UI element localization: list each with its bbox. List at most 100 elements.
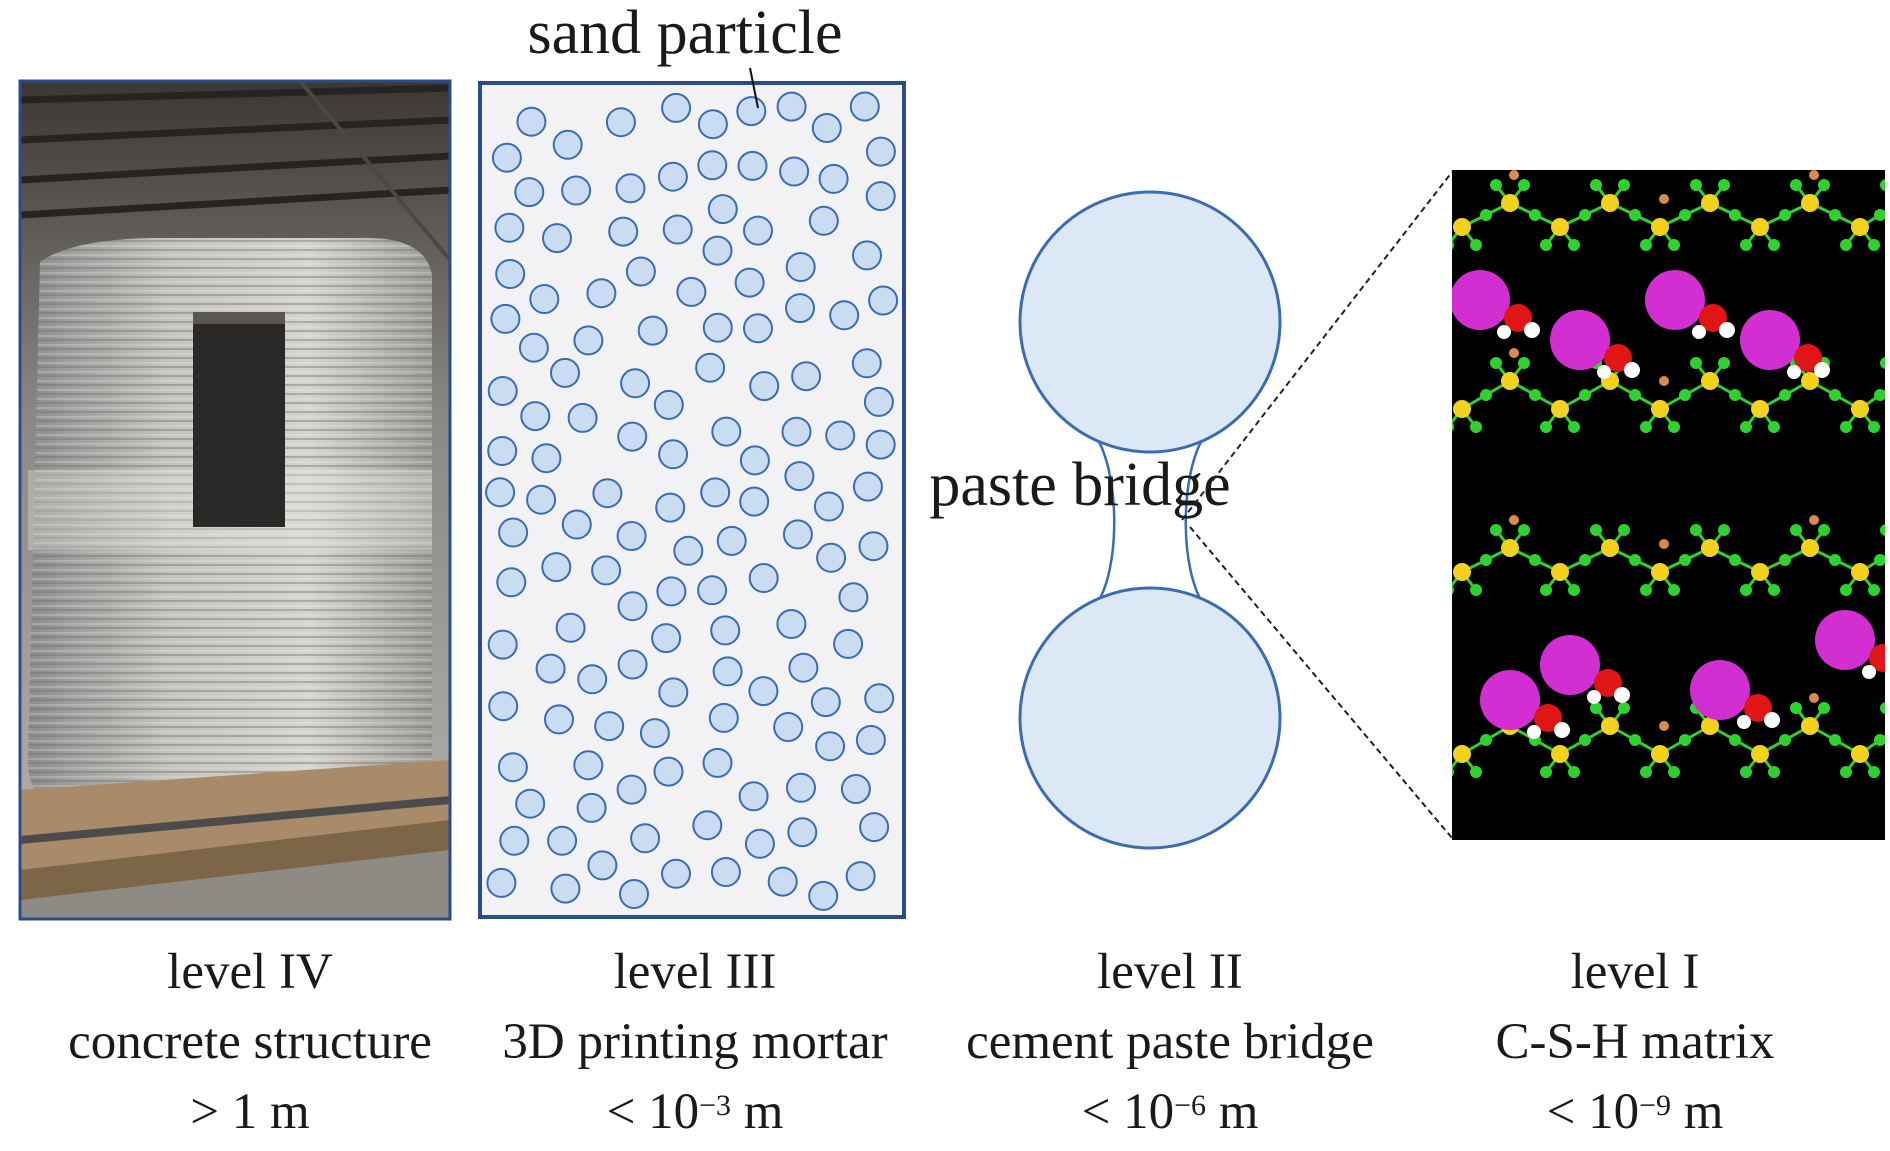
atom bbox=[1504, 304, 1532, 332]
atom bbox=[1640, 766, 1652, 778]
sand-particle bbox=[712, 656, 743, 687]
sand-particle bbox=[808, 205, 839, 236]
atom bbox=[1480, 389, 1492, 401]
upper-particle bbox=[1018, 190, 1282, 454]
sand-particle bbox=[738, 781, 769, 812]
sand-particle bbox=[716, 525, 747, 556]
caption-level-ii: level II cement paste bridge < 10−6 m bbox=[930, 937, 1410, 1147]
atom bbox=[1480, 734, 1492, 746]
atom bbox=[1737, 715, 1751, 729]
level-label: level I bbox=[1570, 944, 1700, 1000]
sand-particle bbox=[744, 828, 775, 859]
sand-particle bbox=[865, 181, 896, 212]
atom bbox=[1840, 239, 1852, 251]
level-label: level IV bbox=[167, 944, 333, 1000]
atom bbox=[1540, 766, 1552, 778]
atom bbox=[1779, 389, 1791, 401]
atom bbox=[1679, 389, 1691, 401]
atom bbox=[1579, 554, 1591, 566]
atom bbox=[1550, 310, 1610, 370]
atom bbox=[1554, 722, 1570, 738]
level-scale: < 10−3 m bbox=[606, 1084, 784, 1140]
sand-particle bbox=[592, 478, 623, 509]
sand-particle bbox=[748, 676, 779, 707]
atom bbox=[1815, 610, 1875, 670]
sand-particle bbox=[639, 718, 670, 749]
atom bbox=[1590, 179, 1602, 191]
atom bbox=[1692, 325, 1706, 339]
sand-particle bbox=[711, 416, 742, 447]
csh-molecular-model bbox=[1452, 170, 1885, 778]
atom bbox=[1794, 344, 1822, 372]
atom bbox=[1579, 734, 1591, 746]
atom bbox=[1740, 239, 1752, 251]
sand-particle bbox=[710, 857, 741, 887]
atom bbox=[1604, 344, 1632, 372]
caption-level-iii: level III 3D printing mortar < 10−3 m bbox=[470, 937, 920, 1147]
sand-particle bbox=[767, 866, 798, 897]
atom bbox=[1509, 515, 1519, 525]
atom bbox=[1880, 179, 1885, 191]
atom bbox=[1601, 717, 1619, 735]
sand-particle bbox=[816, 542, 847, 573]
sand-particle bbox=[702, 235, 733, 266]
sand-particle bbox=[662, 214, 693, 245]
sand-particle bbox=[782, 519, 813, 550]
atom bbox=[1718, 179, 1730, 191]
sand-particle bbox=[697, 575, 728, 606]
atom bbox=[1651, 563, 1669, 581]
sand-particle bbox=[781, 416, 812, 447]
atom bbox=[1829, 389, 1841, 401]
sand-particle bbox=[488, 691, 519, 722]
sand-particle bbox=[849, 91, 880, 122]
atom bbox=[1587, 690, 1601, 704]
sand-particle bbox=[617, 421, 648, 452]
sand-particle bbox=[567, 402, 598, 433]
sand-particle bbox=[748, 563, 779, 593]
atom bbox=[1751, 745, 1769, 763]
atom bbox=[1787, 365, 1801, 379]
atom bbox=[1651, 218, 1669, 236]
sand-particle bbox=[785, 252, 816, 282]
atom bbox=[1518, 357, 1530, 369]
atom bbox=[1453, 745, 1471, 763]
atom bbox=[1659, 376, 1669, 386]
sand-particle bbox=[776, 91, 807, 122]
level-label: level III bbox=[613, 944, 777, 1000]
atom bbox=[1452, 270, 1510, 330]
sand-particle bbox=[487, 376, 518, 406]
sand-particle bbox=[615, 173, 646, 204]
sand-particle bbox=[852, 240, 882, 271]
atom bbox=[1618, 179, 1630, 191]
atom bbox=[1718, 357, 1730, 369]
sand-particle bbox=[702, 747, 733, 778]
sand-particle bbox=[673, 535, 704, 566]
sand-particle bbox=[818, 163, 849, 194]
level-name: cement paste bridge bbox=[966, 1014, 1374, 1070]
atom bbox=[1618, 524, 1630, 536]
atom bbox=[1540, 584, 1552, 596]
atom bbox=[1690, 179, 1702, 191]
atom bbox=[1829, 209, 1841, 221]
sand-particle bbox=[617, 649, 648, 680]
sand-particle bbox=[658, 439, 689, 470]
sand-particle bbox=[708, 702, 739, 733]
atom bbox=[1540, 239, 1552, 251]
atom bbox=[1651, 745, 1669, 763]
sand-particle bbox=[587, 850, 618, 881]
atom bbox=[1729, 554, 1741, 566]
atom bbox=[1790, 524, 1802, 536]
bond bbox=[1884, 185, 1885, 187]
atom bbox=[1868, 766, 1880, 778]
atom bbox=[1679, 209, 1691, 221]
bond bbox=[1884, 363, 1885, 365]
atom bbox=[1690, 660, 1750, 720]
atom bbox=[1640, 239, 1652, 251]
atom bbox=[1874, 389, 1885, 401]
sand-particle bbox=[576, 792, 607, 823]
level-name: C-S-H matrix bbox=[1495, 1014, 1775, 1070]
sand-particle bbox=[655, 492, 686, 523]
sand-particle bbox=[787, 817, 818, 848]
atom bbox=[1480, 554, 1492, 566]
sand-particle-label: sand particle bbox=[527, 0, 842, 67]
